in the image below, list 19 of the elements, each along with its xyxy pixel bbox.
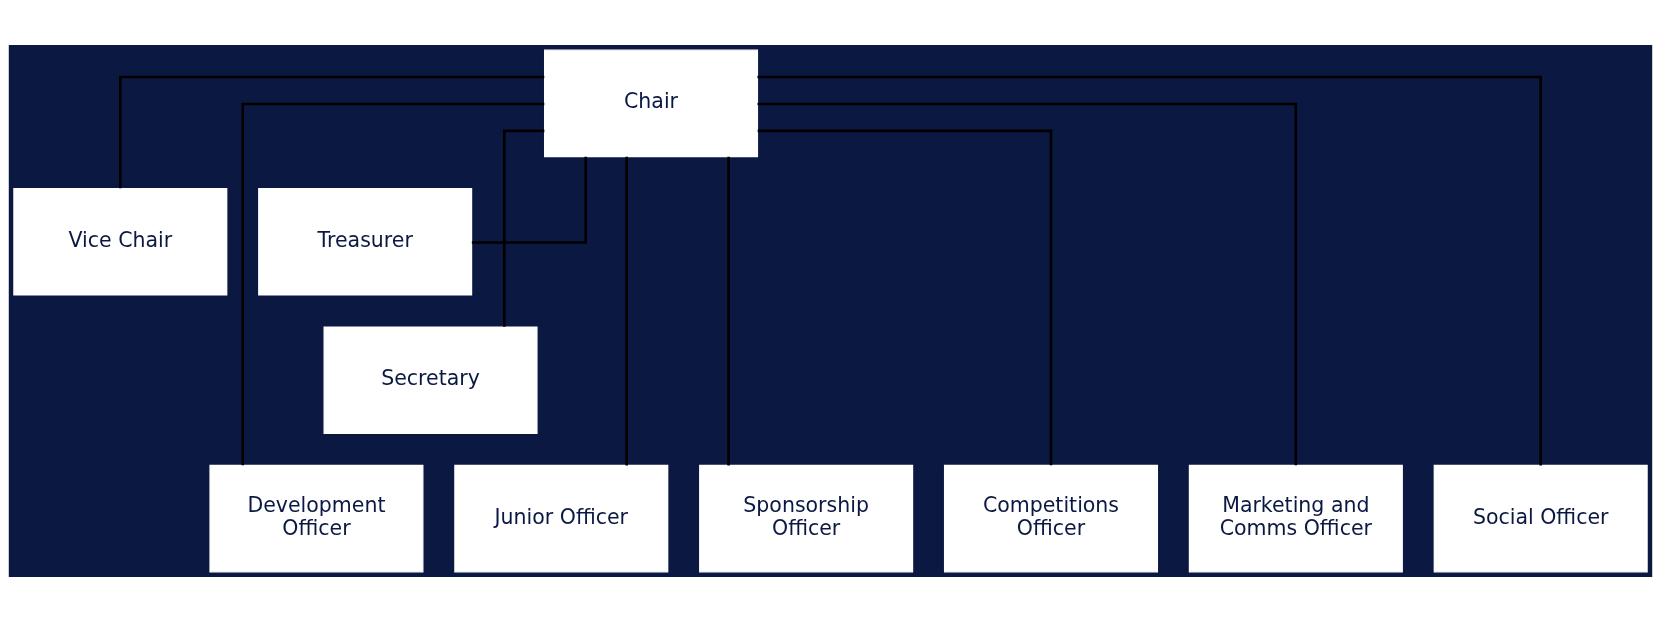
connector (119, 75, 545, 189)
connector (727, 156, 730, 466)
node-box: Marketing and Comms Officer (1188, 464, 1403, 573)
node-box: Chair (544, 49, 759, 158)
node-box: Competitions Officer (943, 464, 1159, 573)
node-box: Treasurer (258, 187, 473, 296)
node-box: Sponsorship Officer (699, 464, 914, 573)
node-box: Junior Officer (454, 464, 669, 573)
node-box: Social Officer (1433, 464, 1648, 573)
node-box: Secretary (323, 326, 538, 435)
connector (757, 75, 1542, 466)
connector (625, 156, 628, 466)
connector (502, 129, 545, 327)
node-box: Development Officer (209, 464, 424, 573)
node-box: Vice Chair (13, 187, 228, 296)
connector (757, 129, 1053, 466)
connector (241, 102, 545, 466)
connector (757, 102, 1298, 466)
connector (471, 156, 587, 244)
